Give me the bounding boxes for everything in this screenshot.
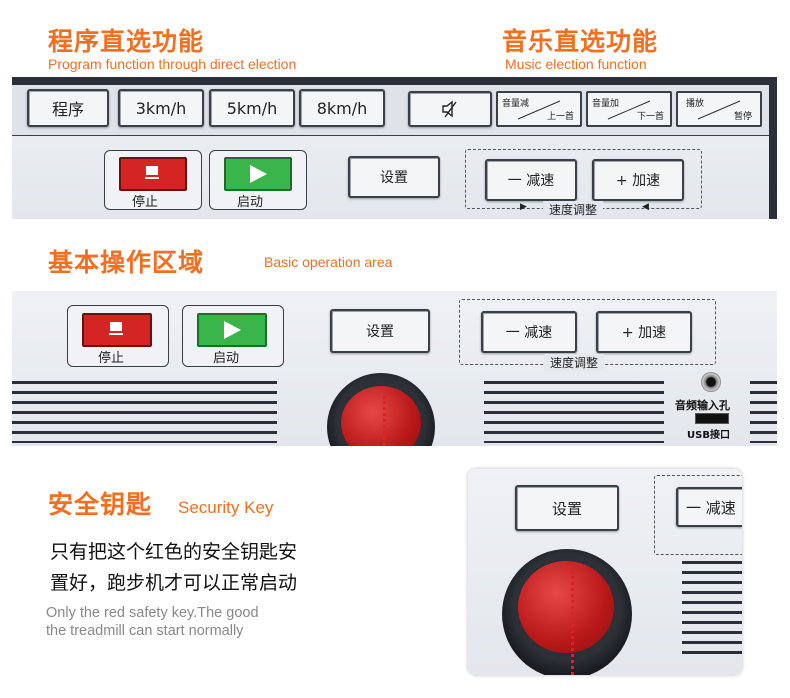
decrease-speed-label: 一 减速 (505, 325, 553, 341)
volume-up-next-key[interactable]: 音量加 下一首 (586, 91, 672, 127)
control-panel-top: 程序 3km/h 5km/h 8km/h 音量减 上一首 音量加 下一首 播放 … (12, 77, 777, 219)
panel-top-strip (12, 77, 777, 85)
stop-icon (110, 322, 122, 331)
security-key-subtitle: Security Key (178, 498, 274, 517)
speed-adjust-label: 速度调整 (544, 354, 605, 371)
program-key[interactable]: 程序 (27, 89, 109, 127)
stop-icon-underline (109, 333, 123, 335)
speed-key-5-label: 5km/h (226, 98, 278, 118)
stop-icon-underline (145, 177, 159, 179)
vent-lines-right (484, 381, 664, 443)
vent-lines-left (12, 381, 277, 443)
speed-key-8[interactable]: 8km/h (299, 89, 385, 127)
increase-speed-button[interactable]: + 加速 (592, 159, 684, 201)
stop-button[interactable] (82, 313, 152, 347)
vent-lines (682, 561, 742, 661)
program-direct-subtitle: Program function through direct election (48, 56, 297, 72)
settings-label: 设置 (380, 170, 408, 186)
stop-button[interactable] (119, 157, 187, 191)
control-panel-middle: 停止 启动 设置 一 减速 + 加速 速度调整 音频输入孔 USB接口 (12, 291, 777, 446)
play-label: 播放 (686, 99, 705, 109)
key-divider-line (607, 100, 651, 120)
speed-adjust-label: 速度调整 (543, 201, 604, 218)
decrease-speed-button[interactable]: 一 减速 (485, 159, 577, 201)
stop-icon (146, 166, 158, 175)
decrease-speed-label: 一 减速 (507, 173, 555, 189)
settings-button[interactable]: 设置 (515, 485, 619, 531)
program-key-label: 程序 (51, 100, 84, 119)
decrease-speed-button[interactable]: 一 减速 (676, 487, 742, 527)
speed-key-3-label: 3km/h (135, 98, 187, 118)
stop-label: 停止 (132, 195, 159, 210)
speed-key-5[interactable]: 5km/h (209, 89, 295, 127)
start-label: 启动 (213, 351, 240, 366)
arrow-right-icon: ▶ (520, 202, 527, 212)
prev-track-label: 上一首 (546, 112, 574, 122)
volume-down-prev-key[interactable]: 音量减 上一首 (496, 91, 582, 127)
safety-key-cord (383, 396, 386, 446)
play-icon (224, 321, 241, 339)
speed-key-3[interactable]: 3km/h (118, 89, 204, 127)
key-divider-line (697, 100, 741, 120)
security-key-desc-en-2: the treadmill can start normally (46, 623, 244, 639)
security-key-desc-cn-1: 只有把这个红色的安全钥匙安 (50, 541, 298, 563)
mute-speaker-icon (442, 100, 457, 118)
usb-label: USB接口 (687, 430, 730, 441)
play-pause-key[interactable]: 播放 暂停 (676, 91, 762, 127)
increase-speed-button[interactable]: + 加速 (596, 311, 692, 353)
volume-down-label: 音量减 (502, 99, 530, 109)
audio-jack-icon[interactable] (701, 372, 721, 392)
decrease-speed-label: 一 减速 (686, 498, 736, 517)
next-track-label: 下一首 (636, 112, 664, 122)
decrease-speed-button[interactable]: 一 减速 (481, 311, 577, 353)
audio-jack-label: 音频输入孔 (675, 399, 730, 412)
arrow-left-icon: ◀ (642, 202, 649, 212)
music-direct-title: 音乐直选功能 (502, 27, 659, 56)
mute-key[interactable] (408, 91, 492, 127)
settings-button[interactable]: 设置 (330, 309, 430, 353)
music-direct-subtitle: Music election function (505, 56, 647, 72)
security-key-desc-en-1: Only the red safety key.The good (46, 605, 259, 621)
settings-label: 设置 (366, 324, 394, 340)
usb-port-icon[interactable] (695, 413, 729, 424)
panel-right-edge (769, 85, 777, 219)
vent-lines-far-right (750, 381, 777, 443)
security-key-desc-cn-2: 置好，跑步机才可以正常启动 (50, 572, 298, 594)
speed-key-8-label: 8km/h (316, 98, 368, 118)
basic-operation-subtitle: Basic operation area (264, 254, 393, 270)
basic-operation-title: 基本操作区域 (48, 248, 205, 277)
stop-label: 停止 (98, 351, 125, 366)
increase-speed-label: + 加速 (615, 173, 661, 189)
program-direct-title: 程序直选功能 (48, 27, 205, 56)
settings-button[interactable]: 设置 (348, 156, 440, 198)
play-icon (250, 165, 267, 183)
safety-key-closeup-panel: 设置 一 减速 (468, 469, 742, 675)
safety-key[interactable] (341, 386, 421, 446)
start-button[interactable] (224, 157, 292, 191)
pause-label: 暂停 (733, 112, 752, 122)
increase-speed-label: + 加速 (621, 325, 667, 341)
security-key-title: 安全钥匙 (48, 490, 153, 519)
speed-adjust-group (654, 475, 742, 555)
start-button[interactable] (197, 313, 267, 347)
safety-key-cord (571, 571, 574, 675)
volume-up-label: 音量加 (592, 99, 620, 109)
safety-key[interactable] (518, 561, 614, 653)
settings-label: 设置 (551, 499, 582, 518)
key-divider-line (517, 100, 561, 120)
start-label: 启动 (237, 195, 264, 210)
